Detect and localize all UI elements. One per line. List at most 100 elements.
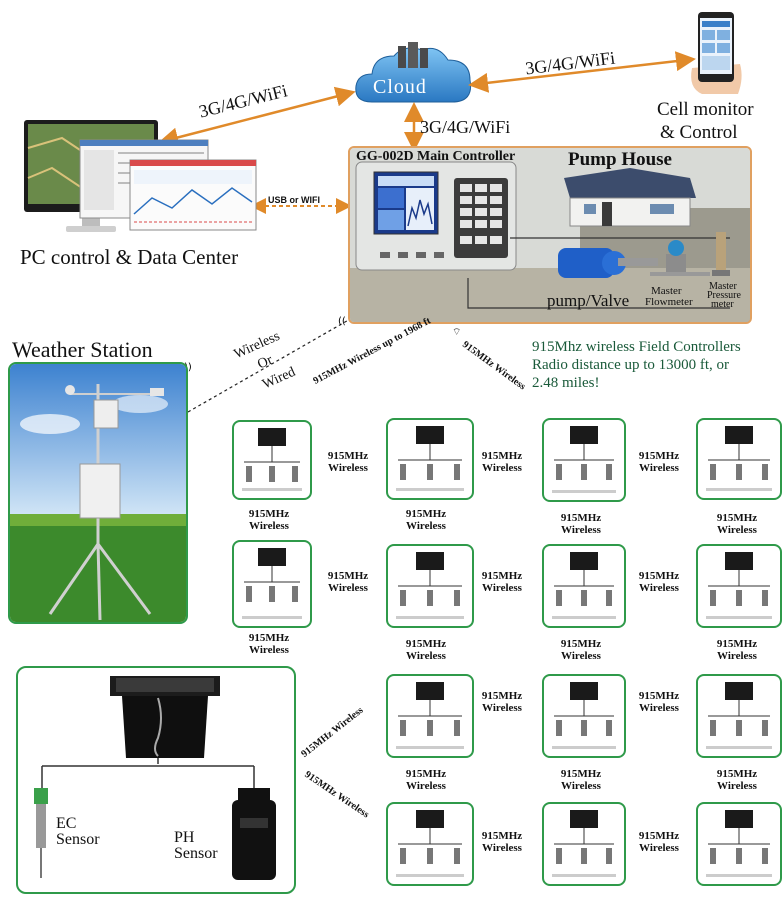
wireless-915-line2: Wireless <box>717 780 757 792</box>
wireless-915-line1: 915MHz <box>248 508 290 520</box>
wireless-915-line2: Wireless <box>406 520 446 532</box>
wireless-915-line1: 915MHz <box>405 638 447 650</box>
main-controller-panel <box>348 146 752 324</box>
wireless-915-line1: 915MHz <box>248 632 290 644</box>
field-controller-box <box>696 418 782 500</box>
weather-station-label: Weather Station <box>12 337 153 362</box>
wireless-915-line1: 915MHz <box>716 638 758 650</box>
field-controller-box <box>386 802 474 886</box>
wireless-915-line2: Wireless <box>482 842 522 854</box>
field-controller-box <box>386 674 474 758</box>
wireless-915-line1: 915MHz <box>327 450 369 462</box>
field-controller-box <box>696 544 782 628</box>
wireless-915-line1: 915MHz <box>638 690 680 702</box>
wireless-915-line2: Wireless <box>639 582 679 594</box>
ec-sensor-label-2: Sensor <box>56 831 100 848</box>
ph-sensor-label-2: Sensor <box>174 845 218 862</box>
master-flowmeter-label-1: Master <box>651 285 682 297</box>
master-pressure-label-2: Pressure <box>707 290 741 301</box>
wireless-915-line2: Wireless <box>639 462 679 474</box>
wifi-signal-icon: (( <box>338 316 346 327</box>
wireless-915-line2: Wireless <box>406 650 446 662</box>
wireless-915-line1: 915MHz <box>638 570 680 582</box>
cloud-label: Cloud <box>373 76 427 98</box>
pc-control-label: PC control & Data Center <box>20 245 239 269</box>
wireless-915-line2: Wireless <box>717 524 757 536</box>
field-controller-box <box>386 418 474 500</box>
field-controller-box <box>542 544 626 628</box>
master-flowmeter-label-2: Flowmeter <box>645 296 693 308</box>
wireless-915-line2: Wireless <box>561 524 601 536</box>
master-pressure-label-3: meter <box>711 299 734 310</box>
wireless-915-line2: Wireless <box>406 780 446 792</box>
wireless-915-line1: 915MHz <box>638 830 680 842</box>
cell-phone-icon <box>688 8 746 96</box>
pc-monitor-icon <box>22 118 262 248</box>
field-controllers-line1: 915Mhz wireless Field Controllers <box>532 339 741 355</box>
usb-wifi-label: USB or WIFI <box>268 195 320 205</box>
field-controller-box <box>232 540 312 628</box>
field-controller-box <box>542 418 626 502</box>
wireless-915-line2: Wireless <box>639 702 679 714</box>
link-cloud-controller-label: 3G/4G/WiFi <box>420 117 511 137</box>
master-pressure-label-1: Master <box>709 281 737 292</box>
sensor-station-box <box>16 666 296 894</box>
weather-station-image <box>8 362 188 624</box>
field-controller-box <box>386 544 474 628</box>
wireless-915-line1: 915MHz <box>560 768 602 780</box>
wireless-915-line2: Wireless <box>561 650 601 662</box>
field-controller-box <box>696 674 782 758</box>
wireless-915-line1: 915MHz <box>560 512 602 524</box>
field-controller-box <box>232 420 312 500</box>
wireless-915-line2: Wireless <box>561 780 601 792</box>
field-controllers-line3: 2.48 miles! <box>532 375 600 391</box>
wireless-915-line1: 915MHz <box>481 690 523 702</box>
wireless-915-line2: Wireless <box>639 842 679 854</box>
field-controller-box <box>696 802 782 886</box>
wireless-915-line1: 915MHz <box>481 570 523 582</box>
field-controller-box <box>542 802 626 886</box>
field-controller-box <box>542 674 626 758</box>
wireless-915-line1: 915MHz <box>481 450 523 462</box>
field-controllers-line2: Radio distance up to 13000 ft, or <box>532 357 730 373</box>
wireless-915-line1: 915MHz <box>716 512 758 524</box>
wireless-915-line2: Wireless <box>482 462 522 474</box>
cell-control-label: & Control <box>660 122 738 143</box>
pump-house-label: Pump House <box>568 149 672 170</box>
wireless-915-line2: Wireless <box>482 582 522 594</box>
ec-sensor-label-1: EC <box>56 815 77 832</box>
ph-sensor-label-1: PH <box>174 829 195 846</box>
wireless-915-line1: 915MHz <box>405 508 447 520</box>
main-controller-label: GG-002D Main Controller <box>356 149 516 164</box>
cell-monitor-label: Cell monitor <box>657 99 754 120</box>
wireless-915-line2: Wireless <box>249 644 289 656</box>
wireless-915-line1: 915MHz <box>560 638 602 650</box>
wifi-signal-icon: )) <box>184 362 192 373</box>
wireless-915-line2: Wireless <box>249 520 289 532</box>
wifi-signal-icon: ⌔ <box>452 327 462 338</box>
wireless-915-line2: Wireless <box>482 702 522 714</box>
wireless-915-line1: 915MHz <box>327 570 369 582</box>
